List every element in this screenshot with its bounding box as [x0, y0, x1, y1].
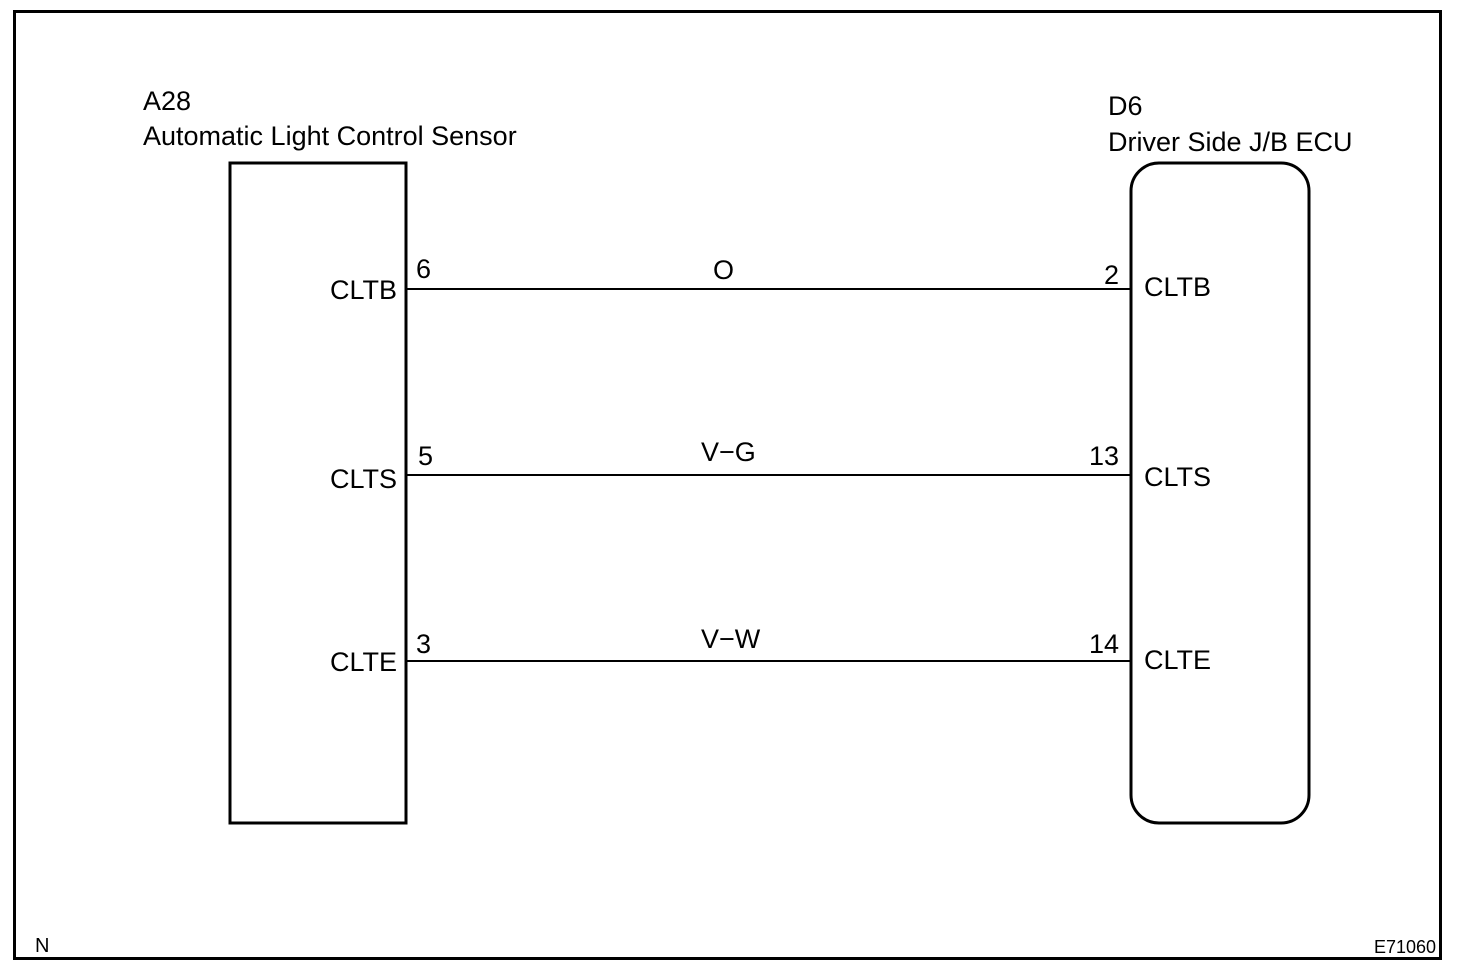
- sensor-pin-number-clts: 5: [418, 441, 434, 471]
- ecu-name: Driver Side J/B ECU: [1108, 127, 1353, 157]
- ecu-connector-box: [1129, 161, 1311, 825]
- wire-color-clte: V−W: [701, 624, 761, 654]
- sensor-pin-number-cltb: 6: [416, 254, 432, 284]
- ecu-code: D6: [1108, 91, 1143, 121]
- footer-left-mark: N: [35, 935, 50, 957]
- figure-id: E71060: [1373, 937, 1436, 957]
- sensor-pin-label-clts: CLTS: [329, 464, 397, 494]
- ecu-pin-label-clte: CLTE: [1144, 645, 1212, 675]
- ecu-pin-label-clts: CLTS: [1144, 462, 1212, 492]
- sensor-code: A28: [143, 86, 192, 116]
- wire-color-cltb: O: [713, 255, 735, 285]
- sensor-connector-box: [228, 161, 408, 825]
- ecu-pin-number-clts: 13: [1088, 441, 1119, 471]
- sensor-pin-label-cltb: CLTB: [329, 275, 397, 305]
- sensor-pin-number-clte: 3: [416, 629, 432, 659]
- ecu-pin-label-cltb: CLTB: [1144, 272, 1212, 302]
- diagram-frame: [13, 10, 1442, 960]
- sensor-pin-label-clte: CLTE: [329, 647, 397, 677]
- sensor-name: Automatic Light Control Sensor: [143, 121, 517, 151]
- ecu-pin-number-clte: 14: [1088, 629, 1119, 659]
- wire-color-clts: V−G: [701, 437, 756, 467]
- ecu-pin-number-cltb: 2: [1103, 260, 1119, 290]
